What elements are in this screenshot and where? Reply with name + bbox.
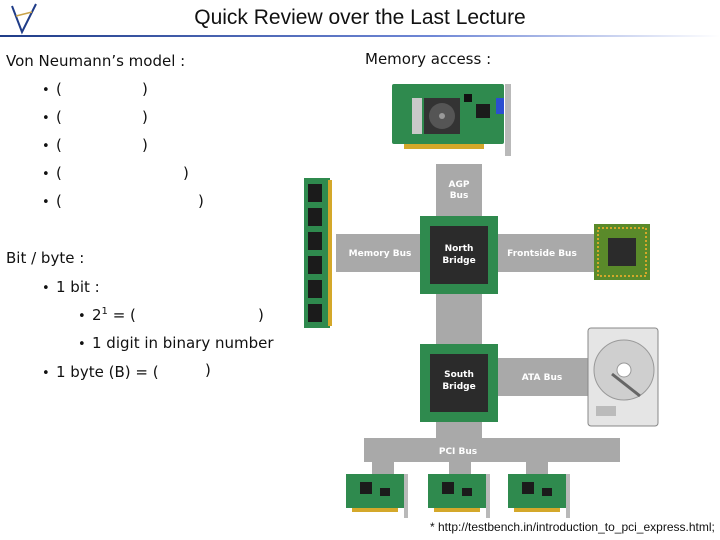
one-byte-close: )	[205, 361, 211, 379]
graphics-card-icon	[392, 84, 511, 156]
list-item-close: )	[198, 192, 204, 210]
memory-module-icon	[304, 178, 332, 328]
svg-text:Bridge: Bridge	[442, 382, 475, 392]
list-item-close: )	[142, 80, 148, 98]
bullet-icon: •	[42, 83, 50, 98]
bullet-icon: •	[42, 111, 50, 126]
one-byte-item: •1 byte (B) = (	[42, 363, 159, 381]
memory-bus	[336, 234, 436, 272]
pci-bus	[364, 438, 620, 462]
bullet-icon: •	[78, 309, 86, 324]
pci-bus-label: PCI Bus	[439, 447, 477, 457]
list-item-close: )	[142, 136, 148, 154]
von-neumann-heading: Von Neumann’s model :	[6, 52, 186, 70]
bullet-icon: •	[42, 195, 50, 210]
svg-text:North: North	[445, 244, 474, 254]
bullet-icon: •	[78, 337, 86, 352]
north-bridge-chip: North Bridge	[420, 216, 498, 294]
memory-access-heading: Memory access :	[365, 50, 492, 68]
memory-bus-label: Memory Bus	[349, 249, 412, 259]
title-rule	[0, 35, 720, 37]
list-item-close: )	[142, 108, 148, 126]
list-item: •(	[42, 164, 62, 182]
cpu-icon	[594, 224, 650, 280]
north-south-link	[436, 292, 482, 348]
frontside-bus	[496, 234, 596, 272]
university-logo	[6, 2, 42, 38]
agp-bus-label: AGP	[449, 180, 470, 190]
list-item-close: )	[183, 164, 189, 182]
pci-card-icon	[346, 474, 408, 518]
binary-digit-item: •1 digit in binary number	[78, 334, 274, 352]
bullet-icon: •	[42, 366, 50, 381]
pci-card-icon	[508, 474, 570, 518]
south-bridge-chip: South Bridge	[420, 344, 498, 422]
hard-disk-icon	[587, 327, 659, 427]
bit-byte-heading: Bit / byte :	[6, 249, 85, 267]
source-link[interactable]: * http://testbench.in/introduction_to_pc…	[430, 520, 715, 534]
pci-card-icon	[428, 474, 490, 518]
list-item: •(	[42, 80, 62, 98]
agp-bus	[436, 164, 482, 220]
ata-bus-label: ATA Bus	[522, 373, 562, 383]
slide-title: Quick Review over the Last Lecture	[194, 6, 526, 29]
list-item: •(	[42, 108, 62, 126]
svg-text:Bridge: Bridge	[442, 256, 475, 266]
svg-text:Bus: Bus	[450, 191, 469, 201]
list-item: •(	[42, 192, 62, 210]
list-item: •(	[42, 136, 62, 154]
power-item: •21 = (	[78, 306, 136, 324]
bullet-icon: •	[42, 281, 50, 296]
svg-text:South: South	[444, 370, 474, 380]
bullet-icon: •	[42, 139, 50, 154]
bullet-icon: •	[42, 167, 50, 182]
one-bit-item: •1 bit :	[42, 278, 100, 296]
frontside-bus-label: Frontside Bus	[507, 249, 577, 259]
memory-access-diagram: AGP Bus Memory Bus Frontside Bus ATA Bus…	[304, 84, 659, 518]
power-item-close: )	[258, 306, 264, 324]
